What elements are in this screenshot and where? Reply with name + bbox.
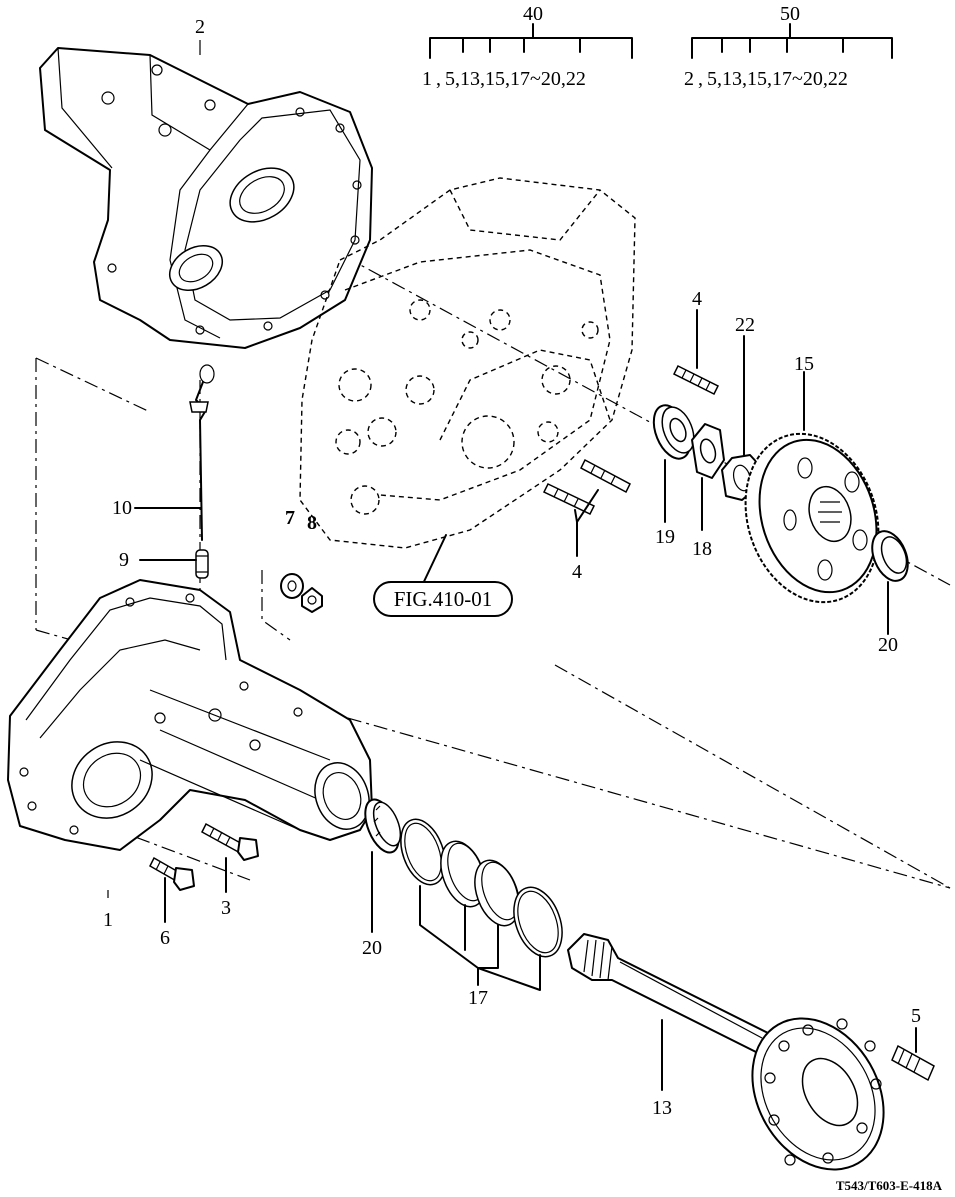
callout-part-2: 2	[195, 16, 205, 38]
part-15-gear	[744, 371, 880, 604]
group-members-50: 2 , 5,13,15,17~20,22	[684, 68, 848, 90]
group-callout-50: 50 2 , 5,13,15,17~20,22	[684, 3, 893, 90]
callout-part-4-bottom: 4	[572, 561, 582, 583]
part-6-bolt	[149, 856, 195, 923]
part-10-dipstick	[134, 364, 215, 541]
callout-part-6: 6	[160, 927, 170, 949]
callout-part-8: 8	[307, 512, 317, 534]
callout-part-3: 3	[221, 897, 231, 919]
part-20-bearing-upper	[871, 530, 909, 635]
part-5-wheel-stud	[891, 1027, 935, 1082]
callout-part-19: 19	[655, 526, 675, 548]
callout-part-10: 10	[112, 497, 132, 519]
group-number-40: 40	[523, 3, 543, 25]
part-19-bearing	[652, 404, 695, 523]
callout-part-4-top: 4	[692, 288, 702, 310]
callout-part-1: 1	[103, 909, 113, 931]
callout-labels: 2 4 22 15 10 7 8 19 18 9 4 20 3 1 6 20 1…	[103, 16, 921, 1119]
drawing-code: T543/T603-E-418A	[836, 1178, 943, 1193]
callout-part-20-lower: 20	[362, 937, 382, 959]
figure-reference-text: FIG.410-01	[394, 587, 493, 611]
callout-part-18: 18	[692, 538, 712, 560]
part-18-nut	[691, 423, 725, 531]
callout-part-7: 7	[285, 507, 295, 529]
callout-part-15: 15	[794, 353, 814, 375]
callout-part-13: 13	[652, 1097, 672, 1119]
part-9-o-ring	[139, 549, 209, 579]
part-7-8-washer-nut	[280, 573, 323, 613]
part-2-upper-housing	[39, 40, 373, 349]
callout-part-20-upper: 20	[878, 634, 898, 656]
callout-part-5: 5	[911, 1005, 921, 1027]
part-13-axle-shaft	[567, 933, 885, 1171]
part-17-shims	[400, 818, 563, 991]
callout-part-22: 22	[735, 314, 755, 336]
part-20-bearing-lower	[364, 798, 402, 933]
group-number-50: 50	[780, 3, 800, 25]
part-1-lower-housing	[7, 579, 373, 898]
callout-part-9: 9	[119, 549, 129, 571]
group-members-40: 1 , 5,13,15,17~20,22	[422, 68, 586, 90]
part-3-bolt	[201, 822, 259, 893]
figure-reference-label: FIG.410-01	[373, 581, 513, 617]
part-4-studs	[542, 309, 720, 557]
transmission-case-reference	[299, 177, 636, 591]
callout-part-17: 17	[468, 987, 488, 1009]
group-callout-40: 40 1 , 5,13,15,17~20,22	[422, 3, 633, 90]
